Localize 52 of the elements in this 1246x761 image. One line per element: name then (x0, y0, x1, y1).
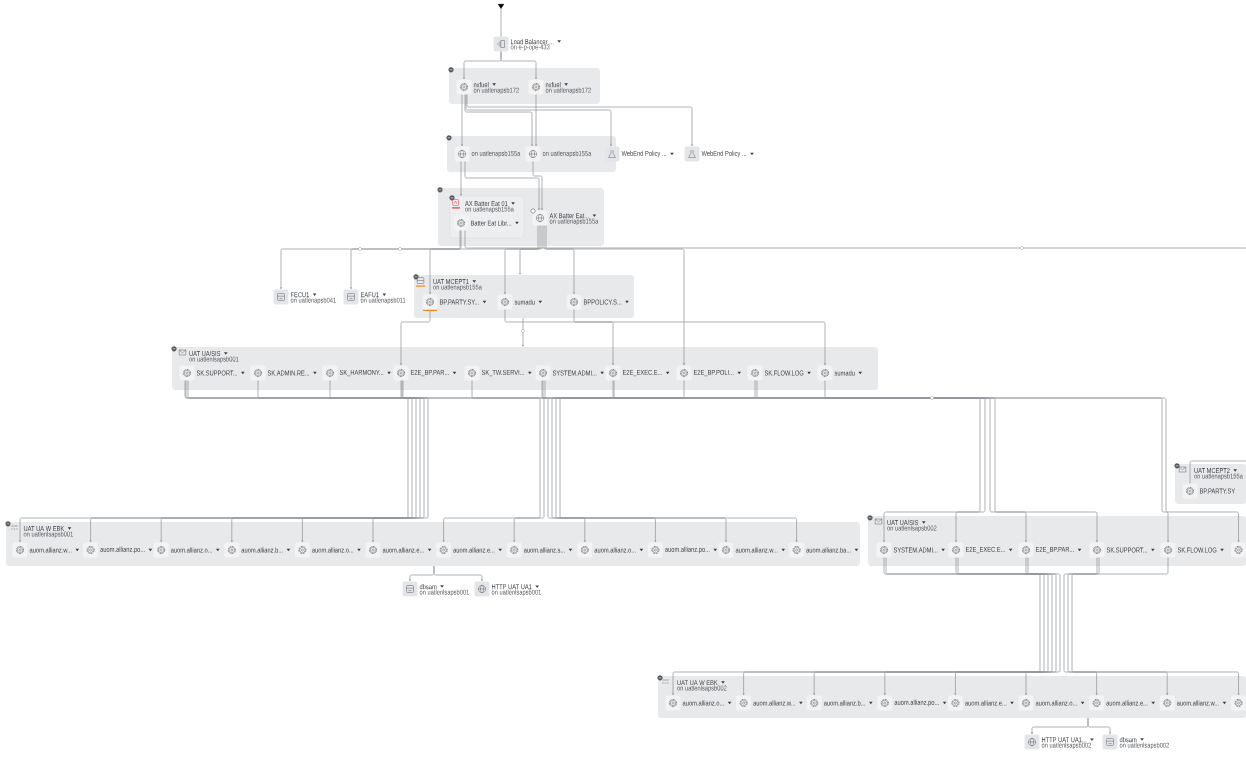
connector-line (464, 230, 1246, 249)
arrow (824, 380, 1240, 543)
arrow (535, 94, 537, 147)
arrow (555, 380, 727, 543)
arrow (1067, 557, 1169, 696)
arrow (500, 51, 537, 80)
arrow (160, 380, 417, 543)
arrow (883, 557, 1053, 696)
arrow (184, 380, 1098, 543)
arrow (497, 4, 505, 37)
arrow (1071, 557, 1240, 696)
arrow (541, 380, 981, 543)
arrow (1063, 557, 1098, 696)
arrow (756, 380, 1169, 543)
arrow (672, 557, 1041, 696)
arrow (1087, 717, 1111, 735)
arrow (543, 225, 575, 295)
arrow (519, 225, 543, 275)
connector-line (1189, 460, 1246, 484)
arrow (813, 557, 1049, 696)
arrow (350, 230, 462, 290)
arrow (559, 380, 798, 543)
arrow (544, 380, 586, 543)
arrow (465, 94, 612, 147)
arrow (742, 557, 1045, 696)
arrow (504, 309, 826, 366)
arrow (89, 380, 413, 543)
arrow (504, 225, 541, 295)
arrow (429, 225, 539, 295)
arrow (19, 380, 409, 543)
arrow (1025, 557, 1061, 696)
arrow (372, 380, 429, 543)
arrow (301, 380, 425, 543)
arrow (461, 94, 463, 147)
arrow (280, 230, 461, 290)
arrow (442, 380, 541, 543)
arrow (464, 94, 533, 147)
arrow (433, 565, 483, 582)
arrow (401, 380, 1027, 543)
arrow (460, 161, 462, 196)
arrow (545, 225, 685, 366)
arrow (400, 309, 431, 366)
arrow (573, 309, 614, 366)
arrow (513, 380, 545, 543)
arrow (230, 380, 421, 543)
arrow (532, 161, 543, 211)
arrow (613, 380, 986, 543)
arrow (551, 380, 657, 543)
arrow (522, 317, 524, 347)
arrow (954, 557, 1057, 696)
arrow (466, 94, 693, 147)
arrow (464, 161, 540, 211)
